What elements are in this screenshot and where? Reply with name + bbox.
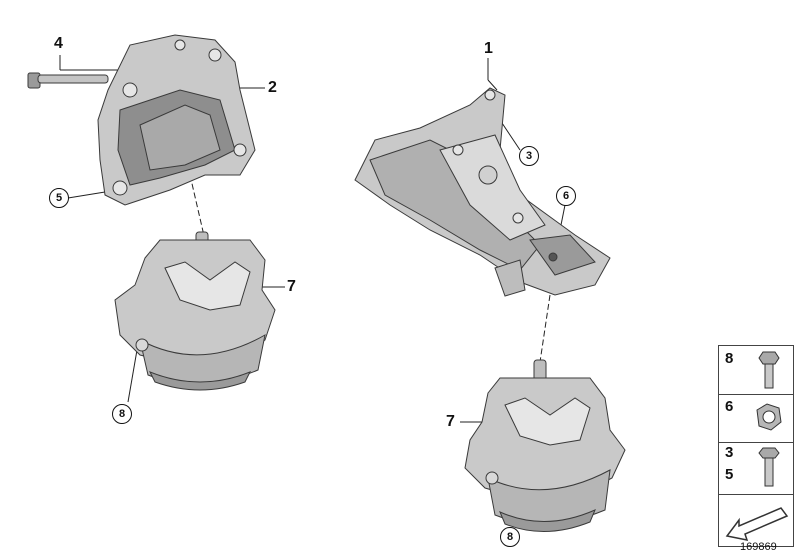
callout-7-left: 7	[287, 278, 296, 295]
bolt-icon	[758, 351, 780, 389]
legend-row-arrow	[719, 494, 793, 546]
callout-2: 2	[268, 79, 277, 96]
legend-row-bolt-3-5: 3 5	[719, 442, 793, 495]
legend-label-8: 8	[725, 350, 734, 367]
callout-6: 6	[556, 186, 576, 206]
legend-label-6: 6	[725, 398, 734, 415]
bolt-part-4	[27, 72, 109, 89]
bracket-part-1	[354, 87, 611, 297]
legend-label-5: 5	[725, 466, 734, 483]
nut-icon	[756, 403, 782, 431]
legend-row-bolt-8: 8	[719, 346, 793, 395]
callout-1: 1	[484, 40, 493, 57]
flange-bolt-icon	[758, 447, 780, 487]
engine-mount-right	[464, 359, 626, 532]
callout-4: 4	[54, 35, 63, 52]
engine-mount-left	[114, 231, 276, 391]
assembly-axes	[189, 174, 551, 363]
callout-7-right: 7	[446, 413, 455, 430]
direction-arrow-icon	[725, 507, 789, 541]
callout-5: 5	[49, 188, 69, 208]
callout-8-right: 8	[500, 527, 520, 547]
parts-legend: 8 6 3 5	[718, 345, 794, 547]
callout-8-left: 8	[112, 404, 132, 424]
legend-label-3: 3	[725, 444, 734, 461]
bracket-part-2	[97, 34, 256, 206]
callout-3: 3	[519, 146, 539, 166]
legend-row-nut-6: 6	[719, 394, 793, 443]
diagram-number: 169869	[740, 541, 777, 553]
